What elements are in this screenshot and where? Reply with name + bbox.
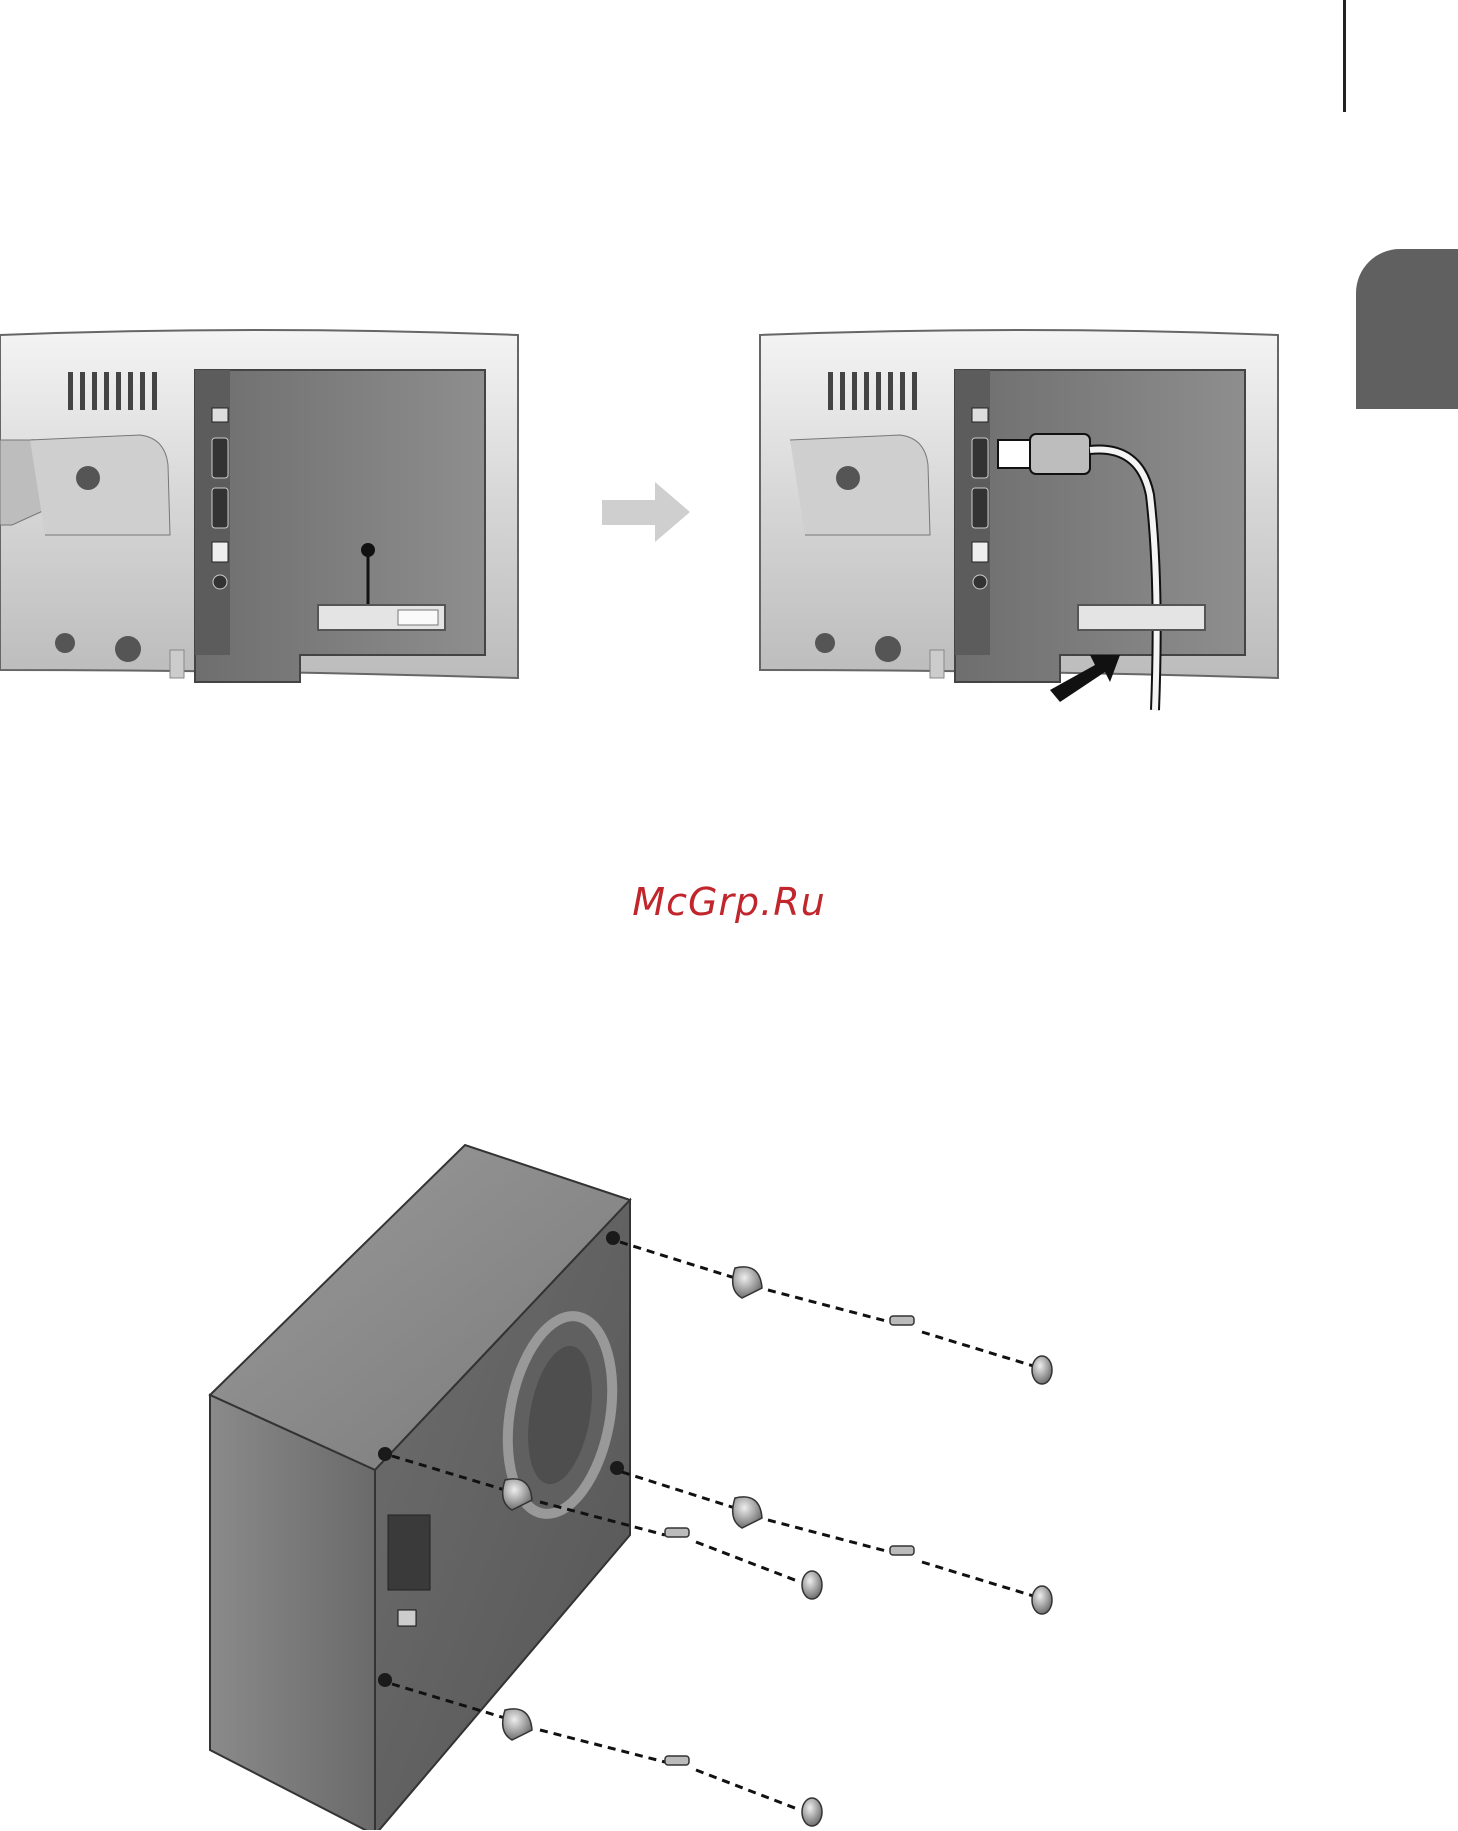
soundbar-hdmi-connected-icon bbox=[760, 330, 1278, 710]
page-edge-rule bbox=[1343, 0, 1346, 112]
subwoofer-foot-assembly-icon bbox=[0, 1130, 1100, 1830]
arrow-right-icon bbox=[602, 482, 690, 542]
soundbar-illustrations bbox=[0, 320, 1300, 720]
chapter-tab bbox=[1356, 249, 1458, 409]
watermark-text: McGrp.Ru bbox=[0, 880, 1458, 924]
soundbar-rear-panel-icon bbox=[0, 330, 518, 682]
